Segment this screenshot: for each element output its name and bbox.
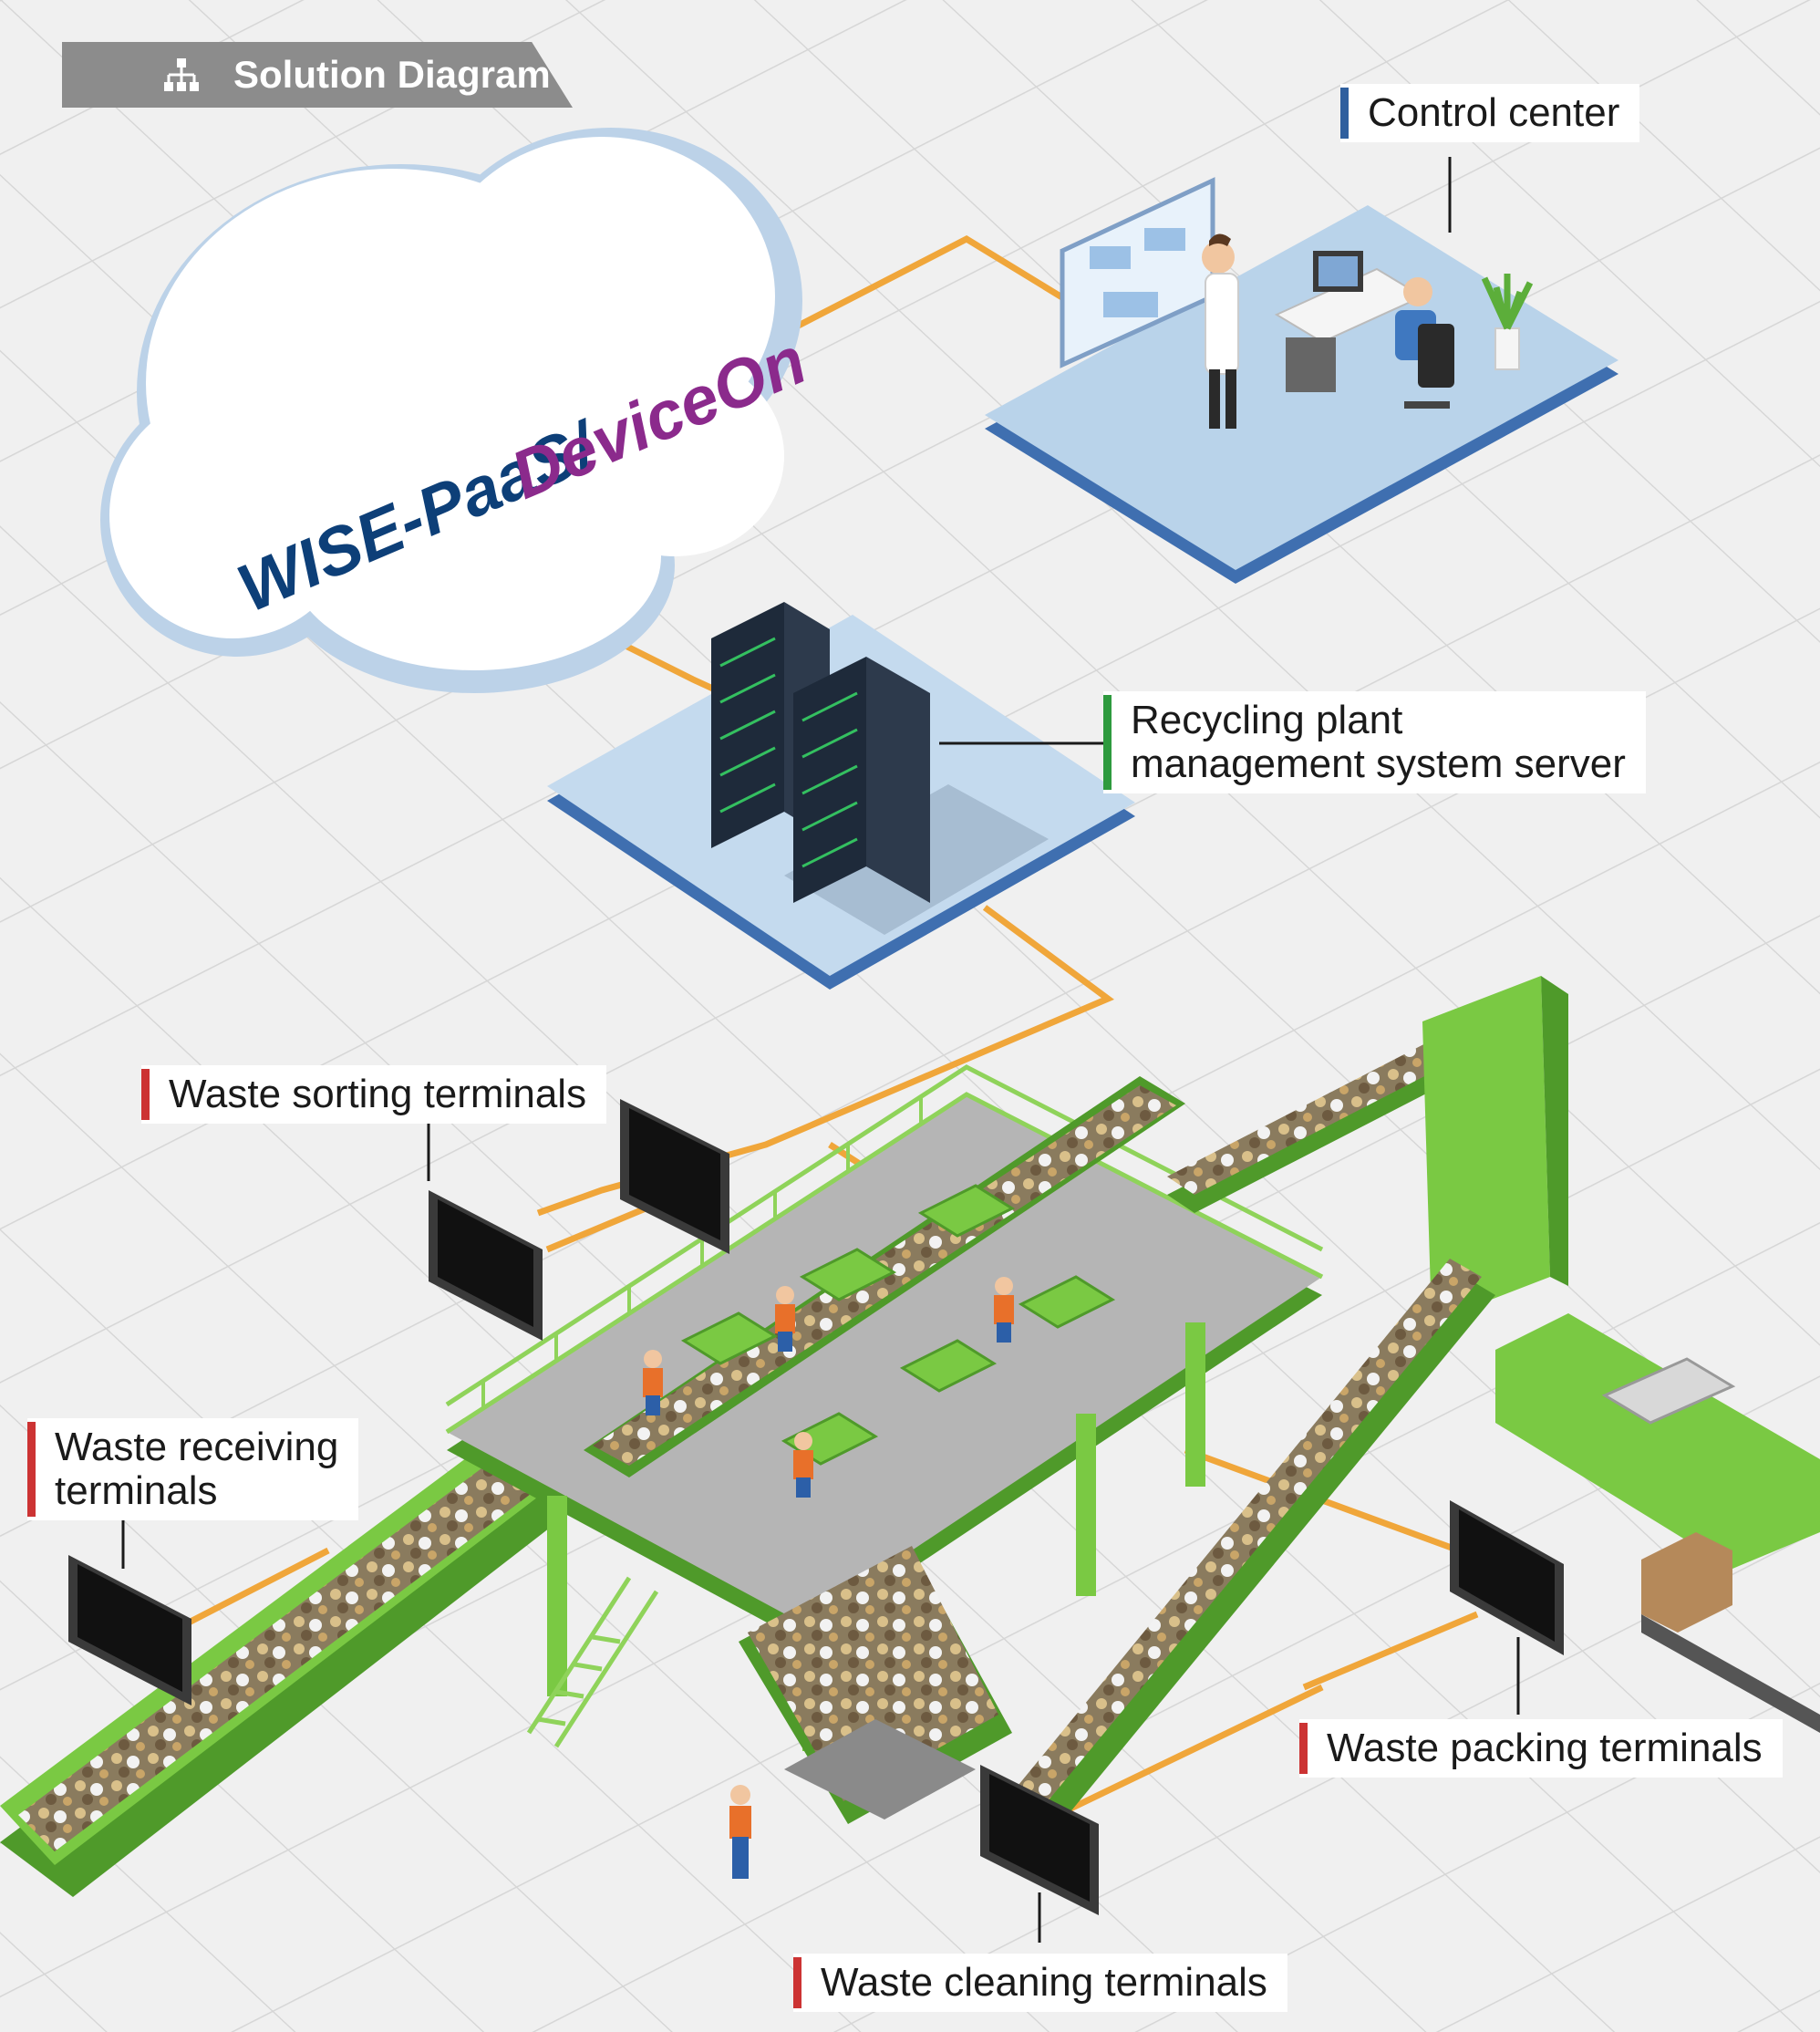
terminal-receiving	[68, 1555, 191, 1705]
solution-diagram-header: Solution Diagram	[62, 42, 573, 108]
label-cleaning-text: Waste cleaning terminals	[821, 1960, 1267, 2005]
terminal-sorting-2	[429, 1190, 543, 1341]
recycling-plant-machinery	[0, 976, 1820, 1897]
terminal-cleaning	[980, 1765, 1099, 1915]
label-sorting-text: Waste sorting terminals	[169, 1072, 587, 1116]
terminal-sorting-1	[620, 1099, 729, 1254]
label-packing-terminals: Waste packing terminals	[1299, 1719, 1783, 1778]
plant-pot	[1481, 274, 1534, 370]
label-receiving-line1: Waste receiving	[55, 1425, 339, 1469]
label-server: Recycling plant management system server	[1103, 691, 1646, 793]
label-sorting-terminals: Waste sorting terminals	[141, 1065, 607, 1124]
page-title: Solution Diagram	[233, 53, 551, 96]
hierarchy-icon	[164, 58, 199, 91]
label-control-center-text: Control center	[1368, 90, 1620, 135]
desk-with-computer	[1274, 251, 1425, 392]
seated-person	[1395, 277, 1454, 409]
standing-person	[1202, 233, 1239, 429]
label-packing-text: Waste packing terminals	[1327, 1726, 1763, 1770]
server-racks	[711, 602, 930, 903]
label-control-center: Control center	[1340, 84, 1640, 142]
terminal-packing	[1450, 1500, 1564, 1655]
label-receiving-line2: terminals	[55, 1468, 218, 1513]
label-cleaning-terminals: Waste cleaning terminals	[793, 1954, 1287, 2012]
label-server-line1: Recycling plant	[1131, 698, 1403, 742]
label-receiving-terminals: Waste receiving terminals	[27, 1418, 359, 1520]
label-server-line2: management system server	[1131, 741, 1626, 786]
cloud-shape	[100, 128, 802, 693]
